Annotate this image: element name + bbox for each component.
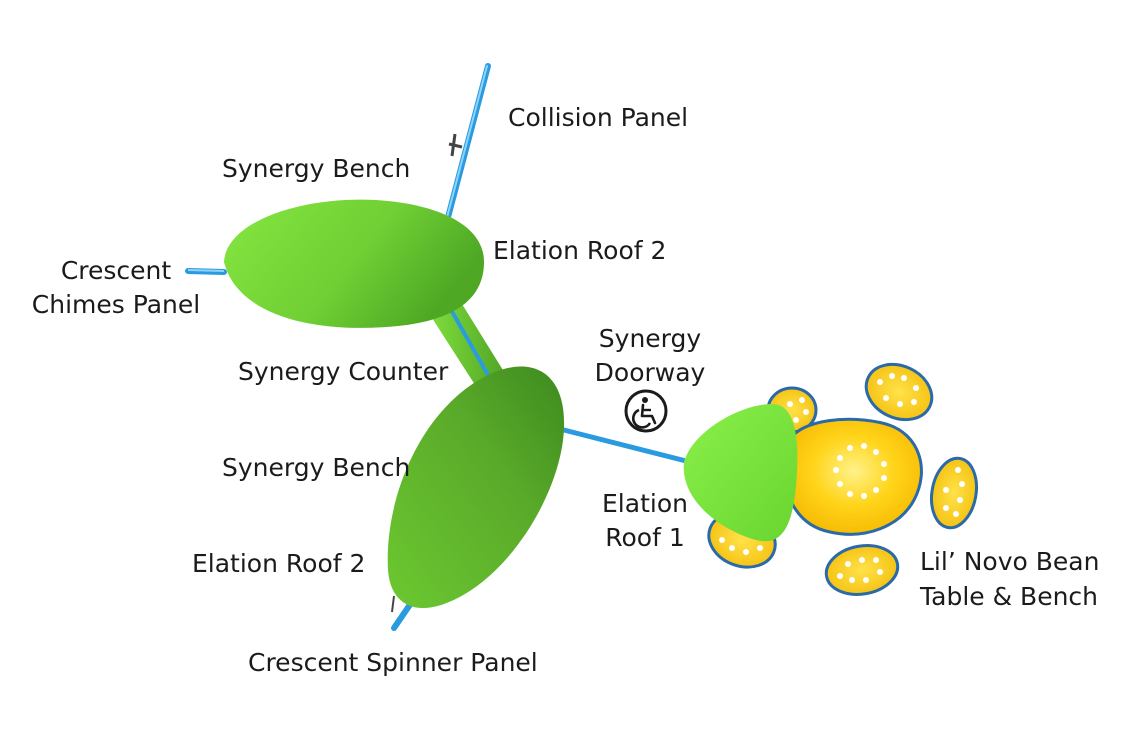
label-synergy-doorway-line2: Doorway	[594, 358, 706, 387]
blue-post-collision	[439, 63, 491, 243]
wheelchair-accessible-icon	[624, 389, 668, 433]
label-crescent-chimes-line2: Chimes Panel	[31, 290, 201, 319]
lil-novo-bean-bench-3	[824, 544, 900, 596]
blue-beam-doorway	[553, 425, 693, 465]
label-lil-novo-line1: Lil’ Novo Bean	[920, 547, 1100, 576]
label-elation-roof-1: Elation Roof 1	[585, 487, 705, 555]
label-synergy-bench-top: Synergy Bench	[222, 154, 411, 183]
elation-roof-2-bottom	[387, 366, 565, 609]
elation-roof-2-top	[224, 199, 484, 328]
lil-novo-bean-bench-2	[929, 456, 979, 530]
label-elation-roof-2-top: Elation Roof 2	[493, 236, 667, 265]
label-elation-roof-1-line2: Roof 1	[605, 523, 685, 552]
label-crescent-chimes-panel: Crescent Chimes Panel	[30, 254, 202, 322]
elation-roof-1	[683, 404, 798, 542]
label-crescent-chimes-line1: Crescent	[60, 256, 172, 285]
label-lil-novo-line2: Table & Bench	[920, 582, 1099, 611]
label-synergy-doorway-line1: Synergy	[598, 324, 702, 353]
label-elation-roof-2-bottom: Elation Roof 2	[192, 549, 366, 578]
label-synergy-bench-bottom: Synergy Bench	[222, 453, 411, 482]
label-collision-panel: Collision Panel	[508, 103, 689, 132]
label-lil-novo-bean: Lil’ Novo Bean Table & Bench	[920, 544, 1099, 614]
lil-novo-bean-bench-1	[864, 362, 934, 422]
label-elation-roof-1-line1: Elation	[602, 489, 688, 518]
label-synergy-counter: Synergy Counter	[238, 357, 449, 386]
lil-novo-bean-table	[784, 417, 923, 536]
label-crescent-spinner-panel: Crescent Spinner Panel	[248, 648, 538, 677]
label-synergy-doorway: Synergy Doorway	[580, 322, 720, 390]
blue-post-chimes	[185, 268, 227, 275]
